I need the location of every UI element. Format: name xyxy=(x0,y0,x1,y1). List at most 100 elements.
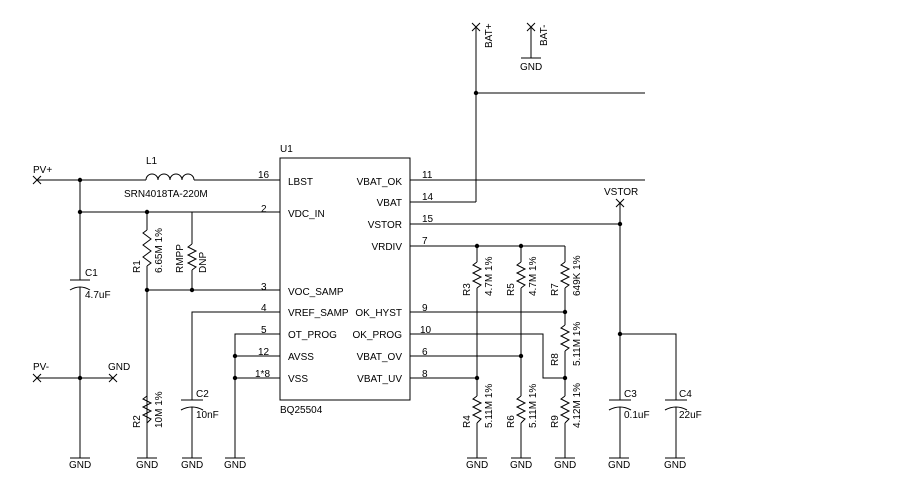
gnd-label-r2: GND xyxy=(136,460,158,471)
wire-ot-prog xyxy=(234,333,280,458)
gnd-label-r4: GND xyxy=(466,460,488,471)
pin-num-5: 5 xyxy=(261,325,267,336)
pin-name-vbat-uv: VBAT_UV xyxy=(357,374,402,385)
resistor-r7-icon xyxy=(559,261,571,289)
bat-plus-label: BAT+ xyxy=(484,23,495,48)
wire-c4-top xyxy=(620,333,677,400)
pin-name-avss: AVSS xyxy=(288,352,314,363)
c3-ref: C3 xyxy=(624,389,637,400)
wire-vref-samp xyxy=(191,311,280,400)
pin-num-8: 8 xyxy=(422,369,428,380)
c2-value: 10nF xyxy=(196,410,219,421)
l1-ref: L1 xyxy=(146,156,158,167)
rmpp-value: DNP xyxy=(198,252,209,273)
pin-name-vrdiv: VRDIV xyxy=(371,242,402,253)
r9-ref: R9 xyxy=(550,415,561,428)
gnd-label-r6: GND xyxy=(510,460,532,471)
junction-ok-prog xyxy=(562,375,568,381)
ic-part: BQ25504 xyxy=(280,405,323,416)
r7-ref: R7 xyxy=(550,283,561,296)
pin-num-7: 7 xyxy=(422,236,428,247)
bat-minus-label: BAT- xyxy=(539,25,550,46)
battery-section: BAT+ BAT- GND xyxy=(410,22,645,203)
r4-ref: R4 xyxy=(462,415,473,428)
pin-name-lbst: LBST xyxy=(288,177,313,188)
resistor-r6-icon xyxy=(515,395,527,424)
rmpp-ref: RMPP xyxy=(175,244,186,273)
l1-value: SRN4018TA-220M xyxy=(124,189,208,200)
junction-vstor xyxy=(617,221,623,227)
junction-pv-minus xyxy=(77,375,83,381)
r2-value: 10M 1% xyxy=(154,391,165,428)
input-section: PV+ L1 SRN4018TA-220M C1 4.7uF R1 6.65M … xyxy=(32,156,280,458)
resistor-r3-icon xyxy=(471,261,483,289)
r6-value: 5.11M 1% xyxy=(528,384,539,428)
gnd-label-c1: GND xyxy=(69,460,91,471)
r3-value: 4.7M 1% xyxy=(484,256,495,296)
pin-name-ok-prog: OK_PROG xyxy=(353,330,403,341)
r6-ref: R6 xyxy=(506,415,517,428)
c2-ref: C2 xyxy=(196,389,209,400)
pin-num-15: 15 xyxy=(422,214,434,225)
pin-num-9: 9 xyxy=(422,303,428,314)
pin-name-vss: VSS xyxy=(288,374,308,385)
gnd-label-c4: GND xyxy=(664,460,686,471)
r3-ref: R3 xyxy=(462,283,473,296)
gnd-label-c3: GND xyxy=(608,460,630,471)
wire-ok-prog xyxy=(410,333,565,379)
gnd-label-r9: GND xyxy=(554,460,576,471)
pin-num-11: 11 xyxy=(422,170,433,181)
gnd-label-vss: GND xyxy=(224,460,246,471)
r1-ref: R1 xyxy=(132,260,143,273)
r8-ref: R8 xyxy=(550,353,561,366)
c1-value: 4.7uF xyxy=(85,290,111,301)
ic-u1: U1 BQ25504 LBST VDC_IN VOC_SAMP VREF_SAM… xyxy=(255,144,434,416)
r4-value: 5.11M 1% xyxy=(484,384,495,428)
resistor-r8-icon xyxy=(559,324,571,352)
pin-num-6: 6 xyxy=(422,347,428,358)
pin-num-1-8: 1*8 xyxy=(255,369,270,380)
c4-value: 22uF xyxy=(679,410,702,421)
pin-name-vbat-ov: VBAT_OV xyxy=(357,352,403,363)
c1-ref: C1 xyxy=(85,268,98,279)
pin-num-2: 2 xyxy=(261,204,267,215)
ic-ref: U1 xyxy=(280,144,293,155)
r9-value: 4.12M 1% xyxy=(572,383,583,428)
pin-name-voc-samp: VOC_SAMP xyxy=(288,287,344,298)
r1-value: 6.65M 1% xyxy=(154,228,165,273)
resistor-r5-icon xyxy=(515,261,527,289)
pv-plus-label: PV+ xyxy=(33,165,52,176)
resistor-r1-icon xyxy=(142,229,152,267)
gnd-terminal-icon xyxy=(108,373,118,383)
ground-symbols: GND GND GND GND GND GND GND GND GND xyxy=(69,457,686,471)
pin-num-4: 4 xyxy=(261,303,267,314)
gnd-label-bat-minus: GND xyxy=(520,62,542,73)
resistor-r9-icon xyxy=(559,395,571,424)
pin-name-ot-prog: OT_PROG xyxy=(288,330,337,341)
resistor-r2-icon xyxy=(141,395,153,424)
output-section: VSTOR C3 0.1uF C4 22uF R3 4.7M 1% R4 5.1… xyxy=(410,179,702,458)
pin-num-12: 12 xyxy=(258,347,270,358)
r8-value: 5.11M 1% xyxy=(572,322,583,366)
c3-value: 0.1uF xyxy=(624,410,650,421)
r2-ref: R2 xyxy=(132,415,143,428)
pin-name-vref-samp: VREF_SAMP xyxy=(288,308,349,319)
pin-name-ok-hyst: OK_HYST xyxy=(355,308,402,319)
pv-minus-label: PV- xyxy=(33,362,49,373)
r5-value: 4.7M 1% xyxy=(528,256,539,296)
pin-num-3: 3 xyxy=(261,282,267,293)
pin-num-14: 14 xyxy=(422,192,434,203)
pin-num-16: 16 xyxy=(258,170,270,181)
pin-num-10: 10 xyxy=(420,325,432,336)
vstor-label: VSTOR xyxy=(604,187,638,198)
resistor-r4-icon xyxy=(471,395,483,424)
pin-name-vdc-in: VDC_IN xyxy=(288,209,325,220)
pin-name-vbat: VBAT xyxy=(377,198,402,209)
resistor-rmpp-icon xyxy=(186,243,198,271)
pin-name-vbat-ok: VBAT_OK xyxy=(357,177,403,188)
gnd-terminal-label: GND xyxy=(108,362,130,373)
gnd-label-c2: GND xyxy=(181,460,203,471)
c4-ref: C4 xyxy=(679,389,692,400)
pin-name-vstor: VSTOR xyxy=(368,220,402,231)
